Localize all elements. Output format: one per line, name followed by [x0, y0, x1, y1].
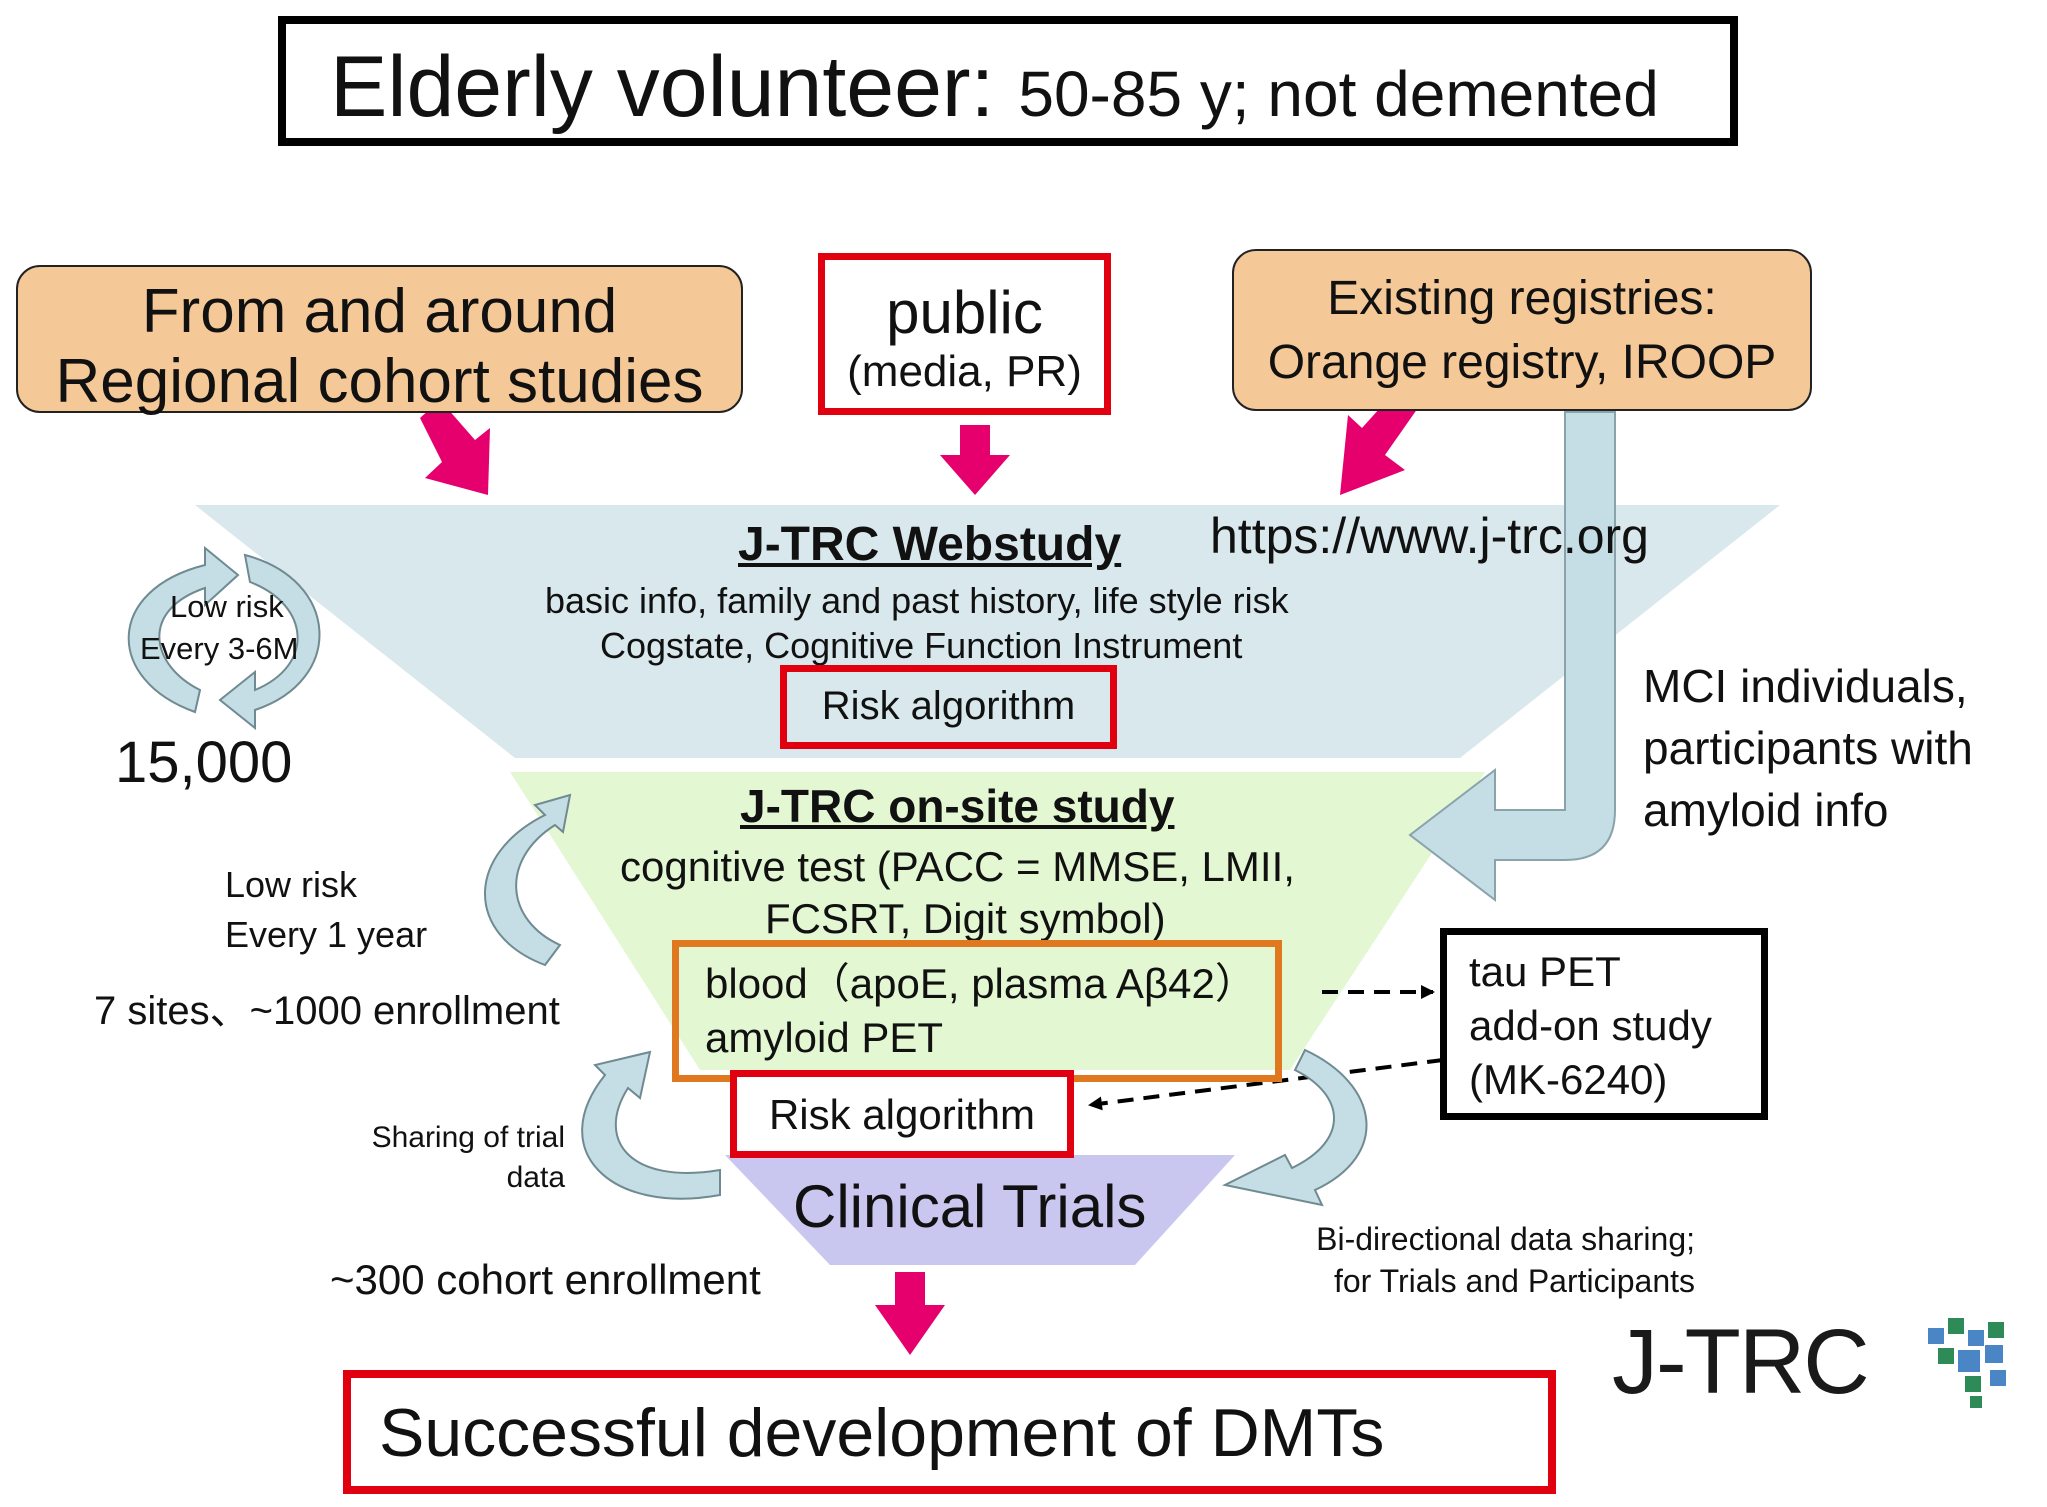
bidirectional-cycle-icon [1221, 1048, 1368, 1207]
trials-title: Clinical Trials [793, 1173, 1147, 1240]
onsite-cycle-line2: Every 1 year [225, 914, 428, 955]
webstudy-cycle-label: Low risk Every 3-6M [140, 586, 298, 670]
trials-bidir-line1: Bi-directional data sharing; [1316, 1221, 1695, 1257]
onsite-cycle-line1: Low risk [225, 864, 358, 905]
public-source-box: public (media, PR) [818, 253, 1111, 415]
jtrc-url[interactable]: https://www.j-trc.org [1210, 508, 1649, 564]
risk-dashed-arrow [1088, 1058, 1444, 1111]
public-line2: (media, PR) [847, 347, 1082, 396]
header-title: Elderly volunteer: 50-85 y; not demented [330, 38, 1659, 137]
header-title-main: Elderly volunteer: [330, 39, 995, 135]
onsite-line2: FCSRT, Digit symbol) [765, 895, 1166, 942]
trials-bidir-label: Bi-directional data sharing; for Trials … [1270, 1218, 1695, 1302]
trials-sharing-line1: Sharing of trial [371, 1121, 565, 1154]
webstudy-cycle-line1: Low risk [170, 589, 284, 624]
registries-line1: Existing registries: [1327, 272, 1717, 325]
webstudy-count: 15,000 [115, 730, 293, 795]
trials-bidir-line2: for Trials and Participants [1333, 1263, 1695, 1299]
logo-mark-icon [1928, 1318, 2006, 1408]
public-line1: public [886, 279, 1043, 346]
webstudy-risk-box: Risk algorithm [780, 665, 1117, 749]
webstudy-cycle-icon [127, 545, 321, 731]
mci-line1: MCI individuals, [1643, 660, 1968, 712]
webstudy-funnel [195, 505, 1780, 758]
header-box [278, 16, 1738, 146]
onsite-line1: cognitive test (PACC = MMSE, LMII, [620, 843, 1295, 890]
mci-text: MCI individuals, participants with amylo… [1643, 655, 1973, 841]
webstudy-line1: basic info, family and past history, lif… [545, 580, 1289, 621]
onsite-bio-line2: amyloid PET [705, 1014, 944, 1061]
onsite-risk-label: Risk algorithm [768, 1091, 1036, 1138]
tau-line1: tau PET [1469, 948, 1621, 995]
webstudy-cycle-line2: Every 3-6M [140, 631, 299, 666]
tau-line3: (MK-6240) [1469, 1056, 1668, 1103]
onsite-sites: 7 sites、~1000 enrollment [94, 989, 560, 1033]
outcome-label: Successful development of DMTs [379, 1395, 1385, 1471]
onsite-cycle-icon [484, 793, 572, 967]
regional-source-box: From and around Regional cohort studies [16, 265, 743, 416]
registries-line2: Orange registry, IROOP [1267, 336, 1777, 389]
header-title-sub: 50-85 y; not demented [1018, 58, 1659, 130]
sharing-cycle-icon [581, 1050, 721, 1200]
onsite-bio-line1: blood（apoE, plasma Aβ42） [705, 960, 1257, 1007]
jtrc-logo-text: J-TRC [1612, 1311, 1870, 1413]
webstudy-title: J-TRC Webstudy [738, 518, 1122, 571]
mci-arrow [1408, 411, 1616, 903]
trials-cohort: ~300 cohort enrollment [330, 1256, 761, 1303]
tau-box: tau PET add-on study (MK-6240) [1440, 928, 1768, 1120]
trials-sharing-label: Sharing of trial data [360, 1118, 565, 1198]
webstudy-risk-label: Risk algorithm [821, 684, 1076, 728]
onsite-title: J-TRC on-site study [740, 780, 1175, 832]
onsite-risk-box: Risk algorithm [730, 1070, 1074, 1158]
trials-funnel [725, 1155, 1235, 1265]
tau-line2: add-on study [1469, 1002, 1712, 1049]
onsite-bio-box: blood（apoE, plasma Aβ42） amyloid PET [672, 940, 1282, 1082]
mci-line3: amyloid info [1643, 784, 1889, 836]
onsite-funnel [510, 772, 1485, 1070]
webstudy-line2: Cogstate, Cognitive Function Instrument [600, 625, 1243, 666]
regional-line1: From and around [141, 277, 618, 346]
regional-line2: Regional cohort studies [55, 347, 704, 416]
registries-source-box: Existing registries: Orange registry, IR… [1232, 249, 1812, 411]
pink-source-arrows [420, 388, 1420, 1355]
onsite-cycle-label: Low risk Every 1 year [225, 860, 427, 960]
mci-line2: participants with [1643, 722, 1973, 774]
outcome-box: Successful development of DMTs [343, 1370, 1556, 1494]
trials-sharing-line2: data [506, 1161, 565, 1194]
